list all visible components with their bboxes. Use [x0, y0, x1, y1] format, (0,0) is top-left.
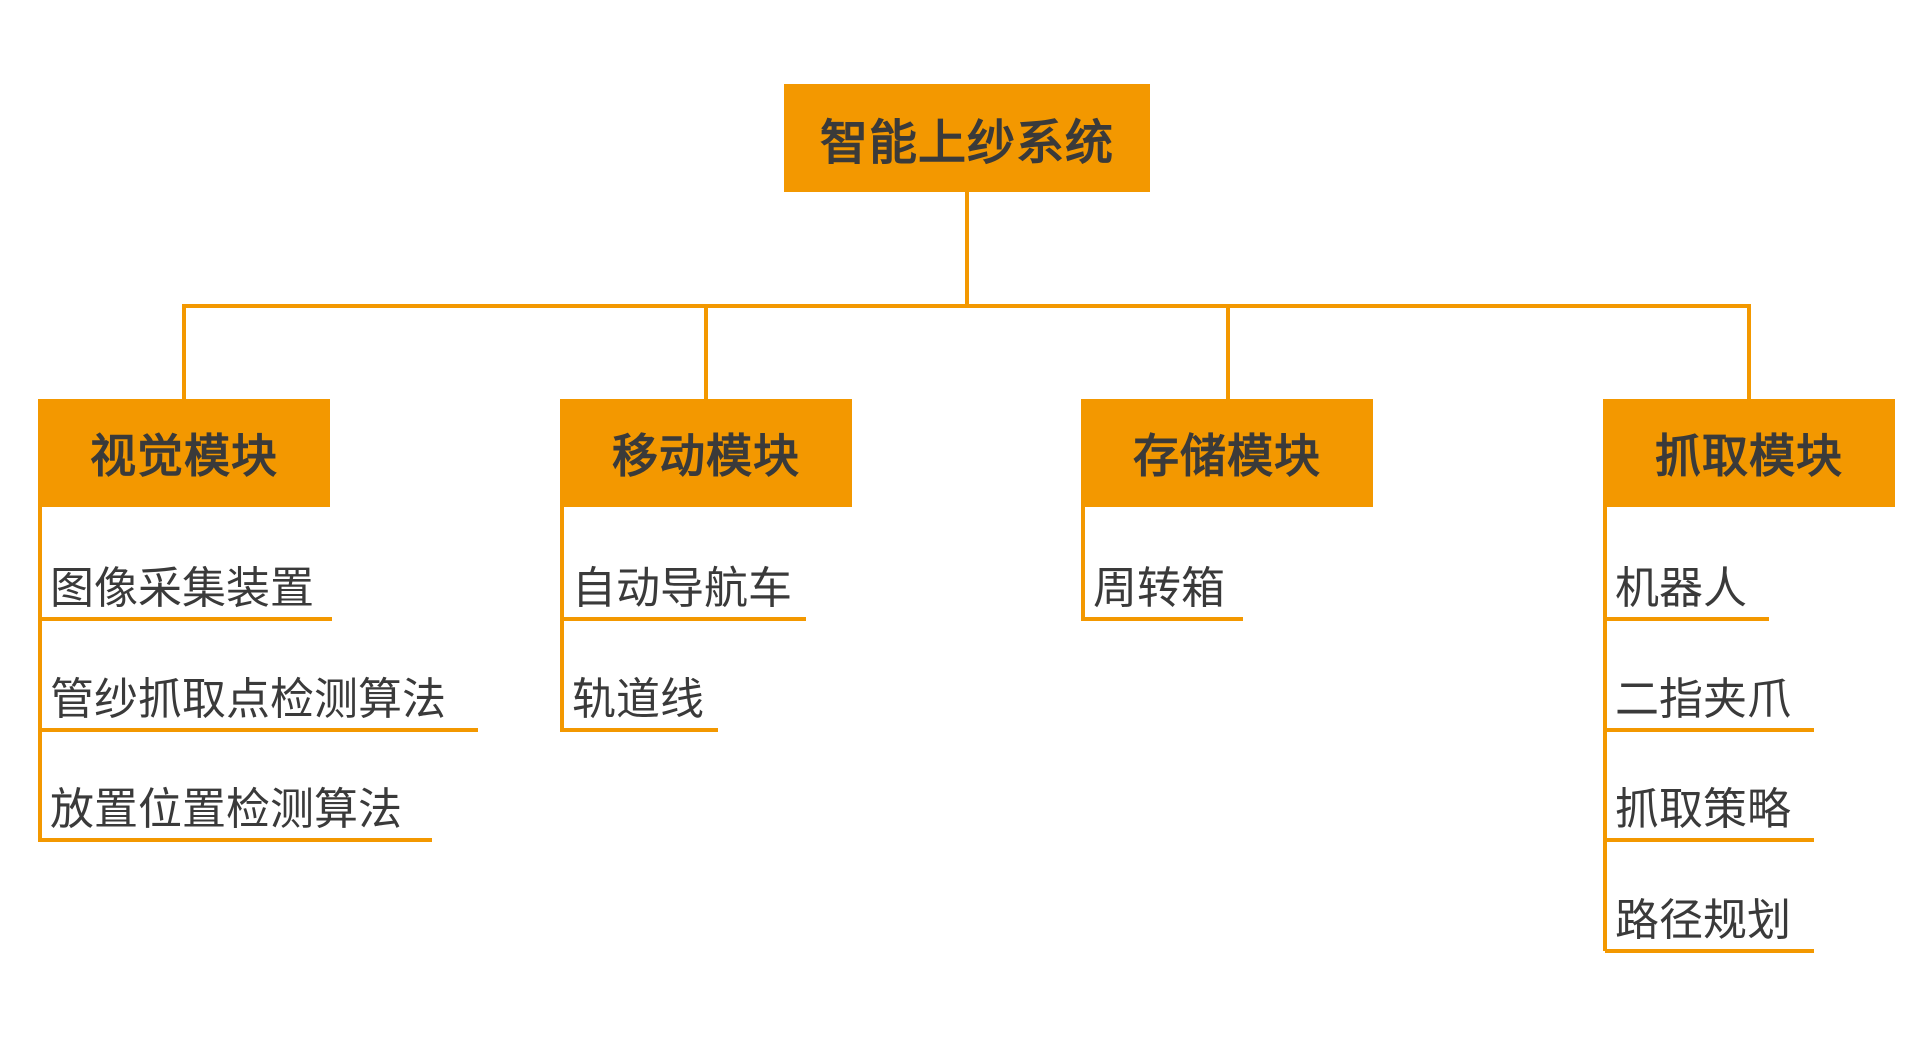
list-item: 图像采集装置	[40, 555, 332, 621]
list-item-label: 周转箱	[1093, 563, 1225, 614]
list-item: 管纱抓取点检测算法	[40, 666, 478, 732]
list-item-label: 二指夹爪	[1615, 674, 1791, 725]
list-item-label: 轨道线	[572, 674, 704, 725]
list-item: 机器人	[1605, 555, 1769, 621]
list-item-label: 自动导航车	[572, 563, 792, 614]
list-item: 二指夹爪	[1605, 666, 1814, 732]
list-item: 放置位置检测算法	[40, 776, 432, 842]
module-node-storage: 存储模块	[1081, 399, 1373, 507]
module-node-mobile: 移动模块	[560, 399, 852, 507]
list-item-label: 放置位置检测算法	[50, 784, 402, 835]
module-node-grasp: 抓取模块	[1603, 399, 1895, 507]
list-item-label: 管纱抓取点检测算法	[50, 674, 446, 725]
module-label: 视觉模块	[90, 429, 278, 483]
list-item-label: 抓取策略	[1615, 784, 1791, 835]
list-item: 路径规划	[1605, 887, 1814, 953]
list-item-label: 机器人	[1615, 563, 1747, 614]
list-item: 自动导航车	[562, 555, 806, 621]
module-label: 存储模块	[1133, 429, 1321, 483]
module-label: 抓取模块	[1655, 429, 1843, 483]
module-node-vision: 视觉模块	[38, 399, 330, 507]
list-item: 轨道线	[562, 666, 718, 732]
item-spine-storage	[1081, 507, 1085, 621]
root-node-label: 智能上纱系统	[819, 115, 1114, 171]
list-item-label: 图像采集装置	[50, 563, 314, 614]
list-item: 周转箱	[1083, 555, 1243, 621]
list-item-label: 路径规划	[1615, 895, 1791, 946]
list-item: 抓取策略	[1605, 776, 1814, 842]
root-node: 智能上纱系统	[784, 84, 1150, 192]
module-label: 移动模块	[612, 429, 800, 483]
item-spine-vision	[38, 507, 42, 842]
